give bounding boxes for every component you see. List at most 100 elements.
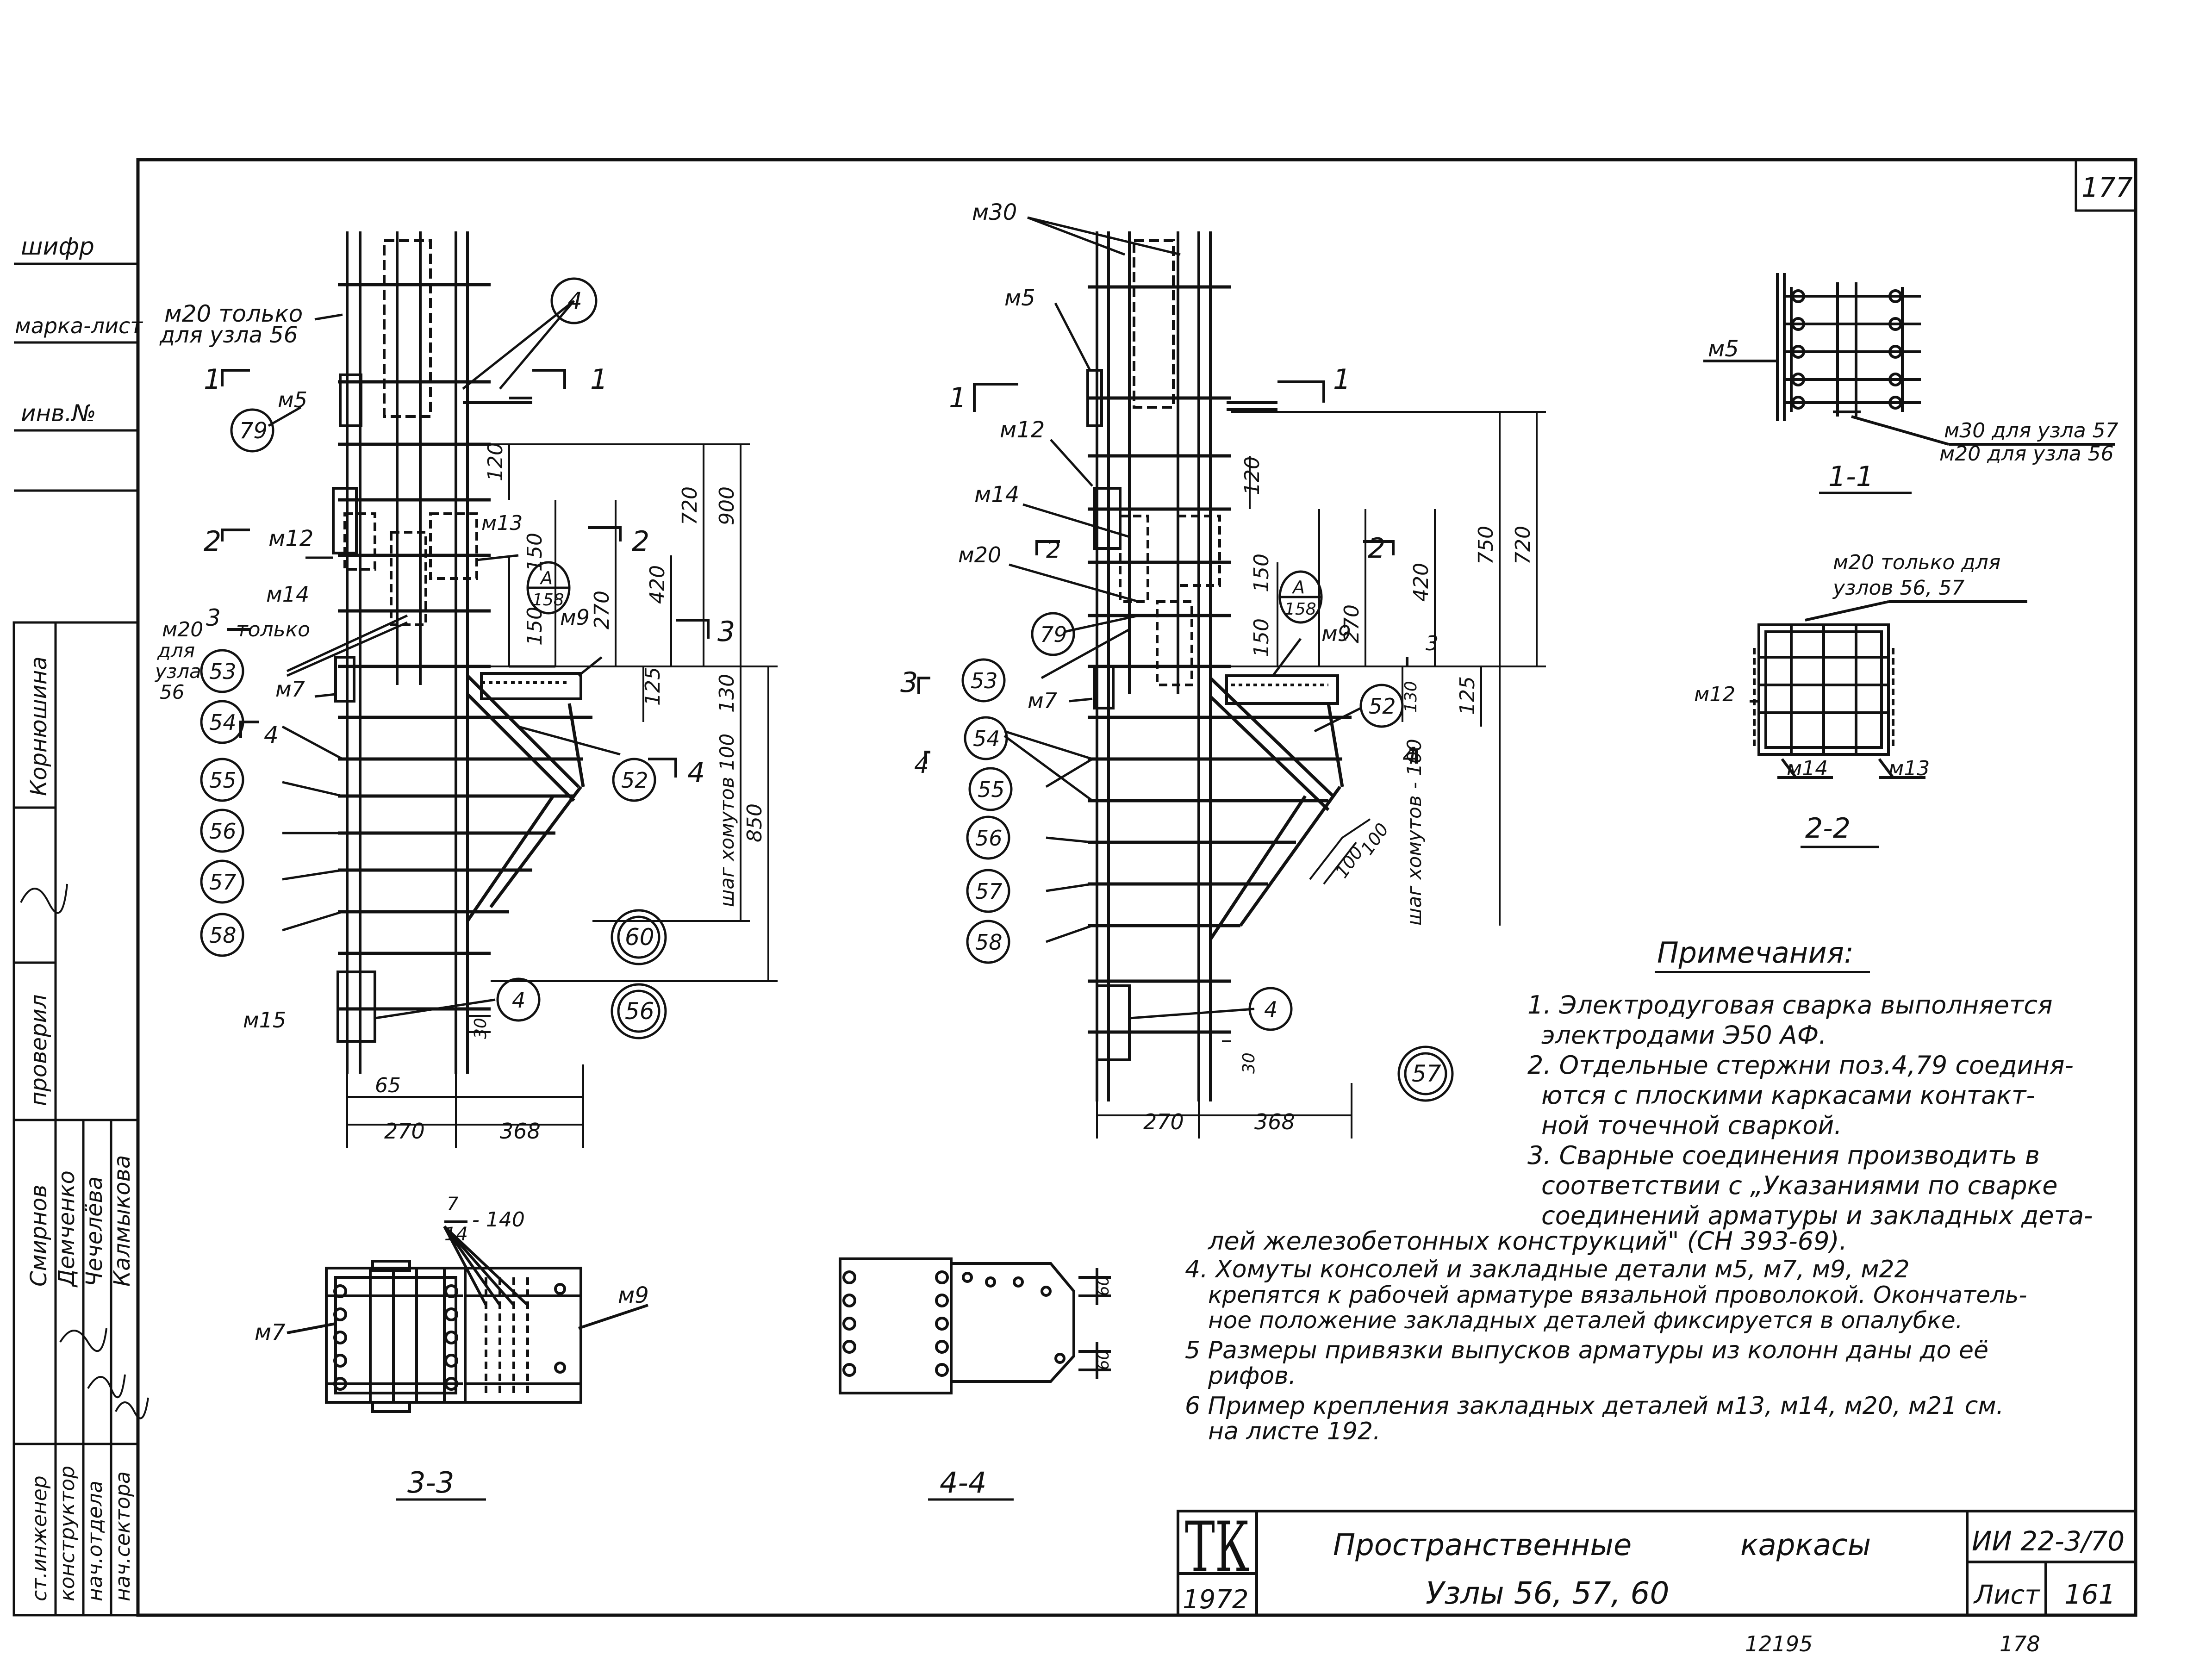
node2-m9: м9: [1321, 621, 1351, 646]
note-line-1: 1. Электродуговая сварка выполняется: [1527, 990, 2053, 1020]
node1-dim-270b: 270: [384, 1119, 425, 1144]
node1-bar-58: 58: [209, 923, 237, 948]
stamp-role-1: конструктор: [56, 1466, 79, 1601]
node2-dim-420: 420: [1409, 563, 1433, 602]
node2-m14: м14: [974, 482, 1019, 508]
node2-dim-270b: 270: [1143, 1109, 1184, 1134]
node2-dim-120: 120: [1240, 456, 1264, 495]
node2-bar-55: 55: [978, 777, 1005, 802]
node1-sec3-left: 3: [206, 604, 221, 631]
note-line-9: лей железобетонных конструкций" (СН 393-…: [1208, 1226, 1847, 1256]
node2-sec3-left: 3: [900, 666, 918, 699]
title-line2: Узлы 56, 57, 60: [1426, 1575, 1669, 1611]
section-2-2-m14: м14: [1787, 757, 1828, 780]
node2-m7: м7: [1028, 688, 1057, 713]
node2-sec1-left: 1: [949, 382, 966, 414]
notes-heading: Примечания:: [1657, 936, 1854, 970]
note-line-12: ное положение закладных деталей фиксируе…: [1208, 1307, 1963, 1334]
node1-sec1-left: 1: [204, 363, 221, 396]
node2-section-marks: [917, 380, 1418, 764]
bottom-mark-left: 12195: [1745, 1631, 1813, 1655]
node2-dim-368: 368: [1254, 1109, 1295, 1134]
note-line-13: 5 Размеры привязки выпусков арматуры из …: [1185, 1337, 1988, 1364]
node2-bar-58: 58: [975, 930, 1003, 955]
note-line-10: 4. Хомуты консолей и закладные детали м5…: [1185, 1256, 1910, 1283]
stamp-role-3: нач.сектора: [111, 1471, 135, 1601]
node1-callout-a-sheet: 158: [532, 591, 564, 610]
section-3-3-title: 3-3: [407, 1466, 454, 1499]
sheet-top-number: 177: [2081, 172, 2133, 203]
stamp-checked-name: Корнюшина: [26, 656, 52, 796]
stamp-mark-sheet-label: марка-лист: [15, 313, 143, 338]
node2-callout-79: 79: [1040, 622, 1067, 647]
node1-m9: м9: [560, 605, 590, 630]
node2-bar-57: 57: [975, 879, 1003, 904]
node1-dim-420: 420: [646, 565, 669, 604]
note-line-2: электродами Э50 АФ.: [1541, 1020, 1826, 1050]
node2-m20: м20: [958, 542, 1001, 567]
note-line-6: 3. Сварные соединения производить в: [1527, 1141, 2040, 1170]
node2-stirrup-step: шаг хомутов - 100: [1403, 739, 1426, 926]
node2-callout-a-sheet: 158: [1284, 600, 1316, 619]
node2-bar-54: 54: [973, 726, 1000, 751]
node2-stirrups: [1088, 285, 1352, 1034]
title-sheet-label: Лист: [1973, 1580, 2040, 1610]
node1-only-word: только: [236, 618, 310, 641]
section-1-1-m20-note: м20 для узла 56: [1939, 442, 2114, 466]
node1-callout-52: 52: [621, 768, 648, 793]
node1-m5: м5: [278, 387, 307, 412]
section-4-4-title: 4-4: [940, 1466, 986, 1499]
node1-m20-node-num: 56: [160, 681, 184, 703]
node1-section-marks: [221, 369, 710, 778]
node1-callout-79: 79: [239, 418, 268, 444]
node1-m13: м13: [481, 511, 523, 535]
section-3-3-m9: м9: [618, 1282, 649, 1308]
section-2-2-m12: м12: [1694, 683, 1735, 706]
node1-dim-270: 270: [590, 591, 614, 629]
section-4-4-dim-60b: 60: [1094, 1350, 1113, 1370]
note-line-4: ются с плоскими каркасами контакт-: [1541, 1081, 2035, 1110]
node2-callout-a: А: [1291, 577, 1305, 597]
note-line-7: соответствии с „Указаниями по сварке: [1541, 1171, 2057, 1200]
node2-m12: м12: [1000, 417, 1045, 443]
node1-sec4-right: 4: [687, 757, 705, 789]
stamp-inventory-label: инв.№: [21, 400, 96, 427]
node1-stirrups: [338, 283, 592, 1011]
section-4-4-dim-60a: 60: [1094, 1276, 1113, 1296]
node2-dim-270: 270: [1340, 604, 1364, 643]
node1-m20-only: м20: [162, 618, 203, 641]
node1-m15: м15: [243, 1008, 286, 1033]
section-2-2-drawing: [1750, 600, 2027, 779]
section-3-3-frac-suffix: - 140: [472, 1208, 525, 1232]
node1-column-bars: [346, 231, 469, 1074]
title-year: 1972: [1183, 1585, 1249, 1615]
section-1-1-m30-note: м30 для узла 57: [1944, 419, 2119, 442]
node2-dim-125: 125: [1456, 676, 1479, 715]
node1-console-bars: [466, 674, 585, 922]
section-3-3-m7: м7: [255, 1319, 286, 1345]
top-number-box: [2075, 160, 2136, 212]
stamp-role-4: ст.инженер: [28, 1475, 51, 1601]
node2-dim-130: 130: [1402, 681, 1421, 713]
section-3-3-frac-top: 7: [447, 1194, 459, 1215]
node2-dim-30: 30: [1240, 1052, 1259, 1074]
node1-bar-55: 55: [209, 768, 237, 793]
node1-callout-4: 4: [567, 287, 582, 314]
node1-dim-130: 130: [715, 674, 739, 713]
node1-sec2-right: 2: [632, 525, 649, 558]
section-1-1-title: 1-1: [1828, 460, 1874, 493]
section-3-3-frac-bottom: 14: [444, 1224, 468, 1245]
section-1-1-m5: м5: [1708, 336, 1739, 362]
title-series: ИИ 22-3/70: [1972, 1525, 2125, 1557]
title-line1b: каркасы: [1740, 1528, 1871, 1562]
section-2-2-m20-note: м20 только для: [1833, 551, 2000, 574]
node1-callout-a: А: [539, 568, 553, 588]
node2-callout-52: 52: [1369, 694, 1396, 719]
note-line-16: на листе 192.: [1208, 1418, 1381, 1445]
node2-sec3-right: 3: [1426, 632, 1439, 655]
node1-dim-850: 850: [743, 803, 766, 842]
section-1-1-drawing: [1703, 273, 2115, 446]
node2-m5: м5: [1004, 285, 1035, 311]
section-4-4-drawing: [839, 1257, 1111, 1394]
